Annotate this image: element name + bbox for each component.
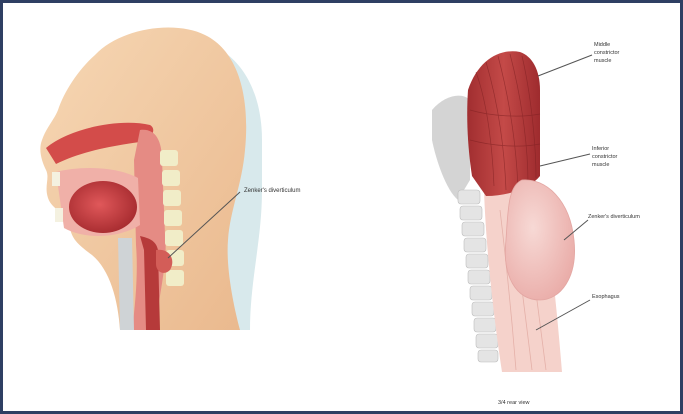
label-inferior-constrictor: Inferior constrictor muscle (592, 146, 618, 168)
constrictor-muscles (467, 51, 540, 196)
label-middle-constrictor-line2: constrictor (594, 50, 620, 56)
label-view-caption: 3/4 rear view (498, 400, 530, 406)
posterior-tissue (432, 96, 470, 200)
upper-teeth (52, 172, 60, 186)
label-inferior-constrictor-line2: constrictor (592, 154, 618, 160)
label-middle-constrictor-line1: Middle (594, 42, 610, 48)
head-sagittal-illustration (40, 28, 262, 330)
label-middle-constrictor: Middle constrictor muscle (594, 42, 620, 64)
rear-view-illustration (432, 51, 575, 372)
label-middle-constrictor-line3: muscle (594, 58, 611, 64)
leader-inferior-constrictor (540, 154, 590, 166)
lower-teeth (55, 208, 63, 222)
leader-middle-constrictor (538, 55, 592, 76)
label-inferior-constrictor-line1: Inferior (592, 146, 609, 152)
label-inferior-constrictor-line3: muscle (592, 162, 609, 168)
tongue (69, 181, 137, 233)
label-esophagus: Esophagus (592, 294, 620, 300)
trachea (118, 238, 134, 330)
label-zenker-right: Zenker's diverticulum (588, 214, 640, 220)
label-zenker-left: Zenker's diverticulum (244, 188, 301, 194)
